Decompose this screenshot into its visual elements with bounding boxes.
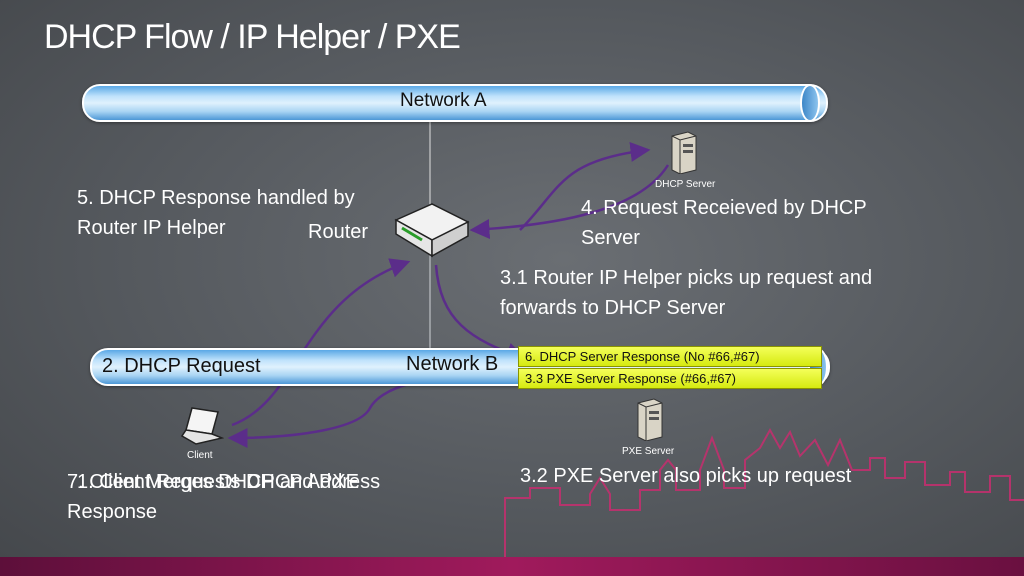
client-label: Client bbox=[187, 450, 213, 461]
router-label: Router bbox=[308, 221, 369, 243]
step-7-text: 7. Client Merges DHCP and PXE bbox=[67, 471, 359, 493]
network-b-label: Network B bbox=[406, 353, 499, 375]
arrow-router-to-dhcp bbox=[519, 142, 651, 231]
city-skyline-decoration bbox=[504, 427, 1024, 557]
step-4-line-2: Server bbox=[581, 227, 640, 249]
network-a-pipe bbox=[82, 84, 828, 122]
slide-title: DHCP Flow / IP Helper / PXE bbox=[44, 18, 461, 56]
step-5-line-1: 5. DHCP Response handled by bbox=[77, 187, 355, 209]
step-32-text: 3.2 PXE Server also picks up request bbox=[520, 465, 852, 487]
footer-bar bbox=[0, 557, 1024, 576]
dhcp-server-icon bbox=[668, 130, 698, 179]
step-5-text: 5. DHCP Response handled by Router IP He… bbox=[77, 183, 355, 243]
step-4-text: 4. Request Receieved by DHCP Server bbox=[581, 193, 867, 253]
step-4-line-1: 4. Request Receieved by DHCP bbox=[581, 197, 867, 219]
arrow-dhcp-to-router bbox=[469, 164, 670, 239]
step-5-line-2: Router IP Helper bbox=[77, 217, 226, 239]
pxe-server-label: PXE Server bbox=[622, 446, 675, 457]
arrow-client-to-router bbox=[231, 258, 411, 427]
step-31-line-1: 3.1 Router IP Helper picks up request an… bbox=[500, 267, 873, 289]
router-icon bbox=[392, 200, 472, 267]
pxe-server-icon bbox=[634, 397, 664, 446]
step-2-label: 2. DHCP Request bbox=[102, 355, 261, 377]
step-33-box: 3.3 PXE Server Response (#66,#67) bbox=[518, 368, 822, 389]
step-31-line-2: forwards to DHCP Server bbox=[500, 297, 726, 319]
laptop-icon bbox=[180, 406, 225, 451]
network-a-label: Network A bbox=[400, 90, 487, 111]
step-31-text: 3.1 Router IP Helper picks up request an… bbox=[500, 263, 872, 323]
network-a-pipe-end bbox=[800, 84, 820, 122]
step-7-line-2: Response bbox=[67, 501, 158, 523]
step-1-text: 1. Client Requests DHCP Address bbox=[77, 471, 381, 493]
step-6-box: 6. DHCP Server Response (No #66,#67) bbox=[518, 346, 822, 367]
dhcp-server-label: DHCP Server bbox=[655, 179, 716, 190]
